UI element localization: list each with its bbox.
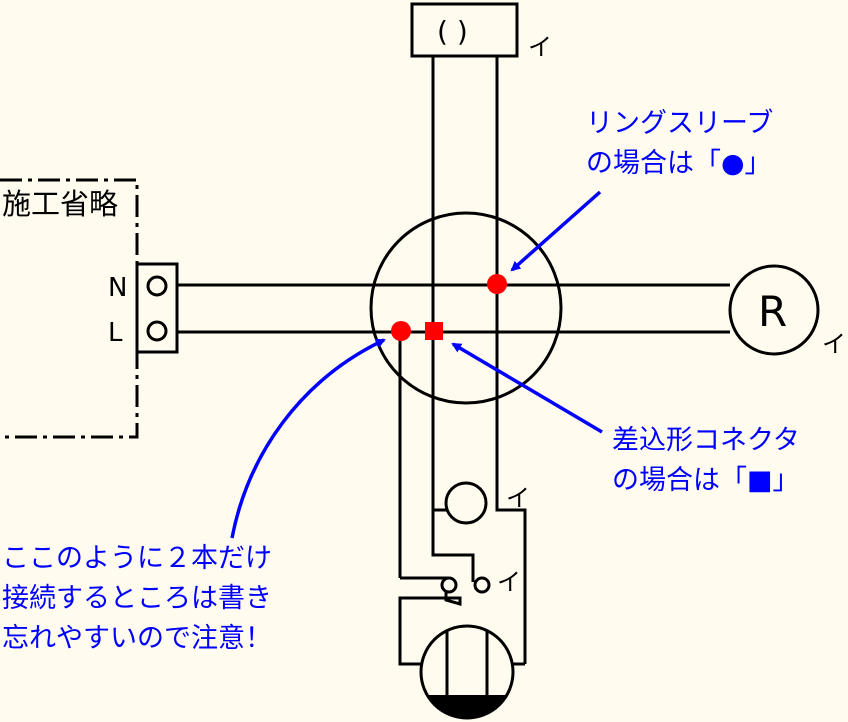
wires	[177, 56, 730, 666]
terminal-l-screw-icon	[146, 320, 168, 342]
ceiling-lamp	[419, 624, 515, 720]
note-caution-line1: ここのように２本だけ	[2, 543, 272, 574]
top-fixture-box	[410, 2, 519, 58]
ring-sleeve-dot-icon	[391, 321, 411, 341]
note-ring-sleeve-line1: リングスリーブ	[586, 108, 773, 139]
top-fixture-sub: イ	[528, 33, 552, 61]
arrow-icon	[230, 338, 386, 539]
outlet-sub: イ	[822, 330, 846, 358]
note-ring-sleeve-line2: の場合は「●」	[586, 148, 772, 179]
terminal-n-label: N	[108, 273, 127, 303]
outlet-label: R	[758, 287, 787, 336]
terminal-l-label: L	[108, 318, 123, 348]
joint-box	[369, 211, 563, 405]
ring-sleeve-dot-icon	[487, 274, 507, 294]
connector-square-icon	[425, 322, 443, 340]
terminal-n-screw-icon	[146, 275, 168, 297]
top-fixture-label: ( )	[437, 15, 468, 48]
switch-contact-right	[473, 576, 491, 594]
pilot-lamp	[444, 481, 488, 525]
pilot-lamp-sub: イ	[506, 484, 530, 512]
panel-title: 施工省略	[2, 187, 118, 221]
note-caution-line3: 忘れやすいので注意！	[2, 623, 272, 654]
outlet-circle	[728, 264, 820, 356]
arrow-icon	[451, 342, 603, 434]
arrow-icon	[510, 190, 602, 272]
note-connector-line1: 差込形コネクタ	[612, 425, 800, 456]
note-caution-line2: 接続するところは書き	[2, 583, 272, 614]
panel-boundary	[0, 178, 139, 439]
switch-sub: イ	[497, 568, 521, 596]
switch-contact-left	[440, 576, 458, 594]
note-connector-line2: の場合は「■」	[612, 465, 800, 496]
